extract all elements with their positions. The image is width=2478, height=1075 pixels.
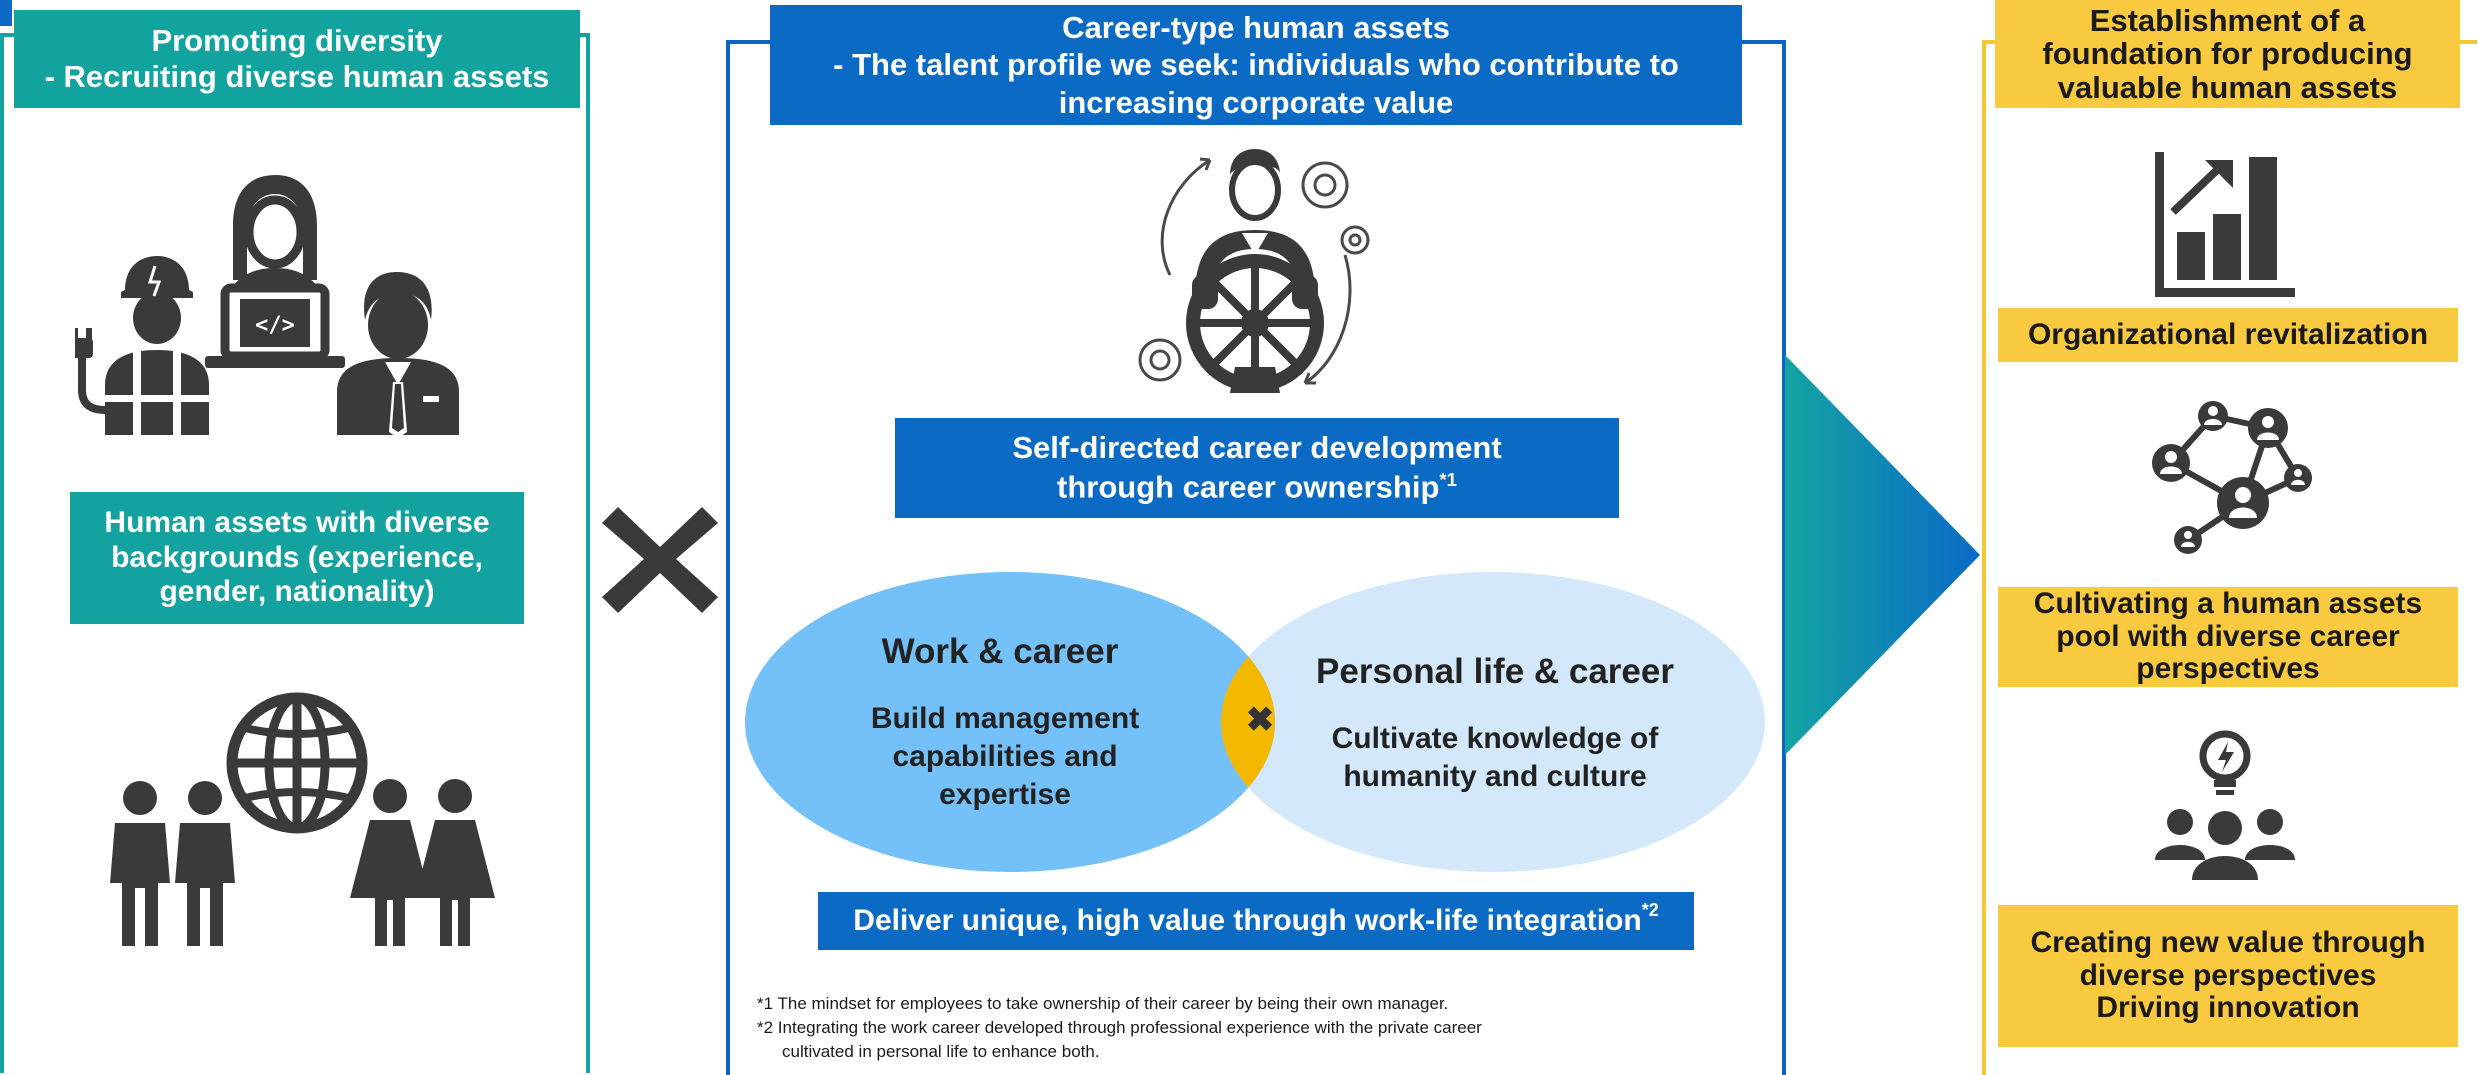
right-header-line1: Establishment of a [2089, 2, 2366, 38]
work-career-title: Work & career [881, 632, 1119, 671]
self-directed-line1: Self-directed career development [1012, 430, 1502, 466]
center-header-line3: increasing corporate value [1058, 84, 1454, 120]
self-directed-career-label: Self-directed career development through… [895, 418, 1619, 518]
growth-chart-icon [2155, 152, 2295, 297]
idea-team-icon [2155, 730, 2295, 880]
personal-life-title: Personal life & career [1316, 652, 1674, 691]
center-header-line2: - The talent profile we seek: individual… [833, 47, 1679, 83]
personal-life-ellipse [1221, 572, 1765, 872]
multiply-icon [602, 507, 718, 613]
footnote-1: *1 The mindset for employees to take own… [757, 994, 1449, 1013]
right-item-3-label: Creating new value through diverse persp… [1998, 905, 2458, 1047]
diverse-workers-icon: </> [75, 175, 459, 435]
left-header-line1: Promoting diversity [151, 23, 443, 59]
right-header-line2: foundation for producing [2042, 36, 2413, 72]
deliver-value-label: Deliver unique, high value through work-… [818, 892, 1694, 950]
right-panel-header: Establishment of a foundation for produc… [1995, 0, 2460, 108]
left-accent-bar [0, 0, 12, 26]
svg-text:</>: </> [255, 313, 295, 338]
personal-life-body: Cultivate knowledge of humanity and cult… [1331, 722, 1659, 794]
work-career-body: Build management capabilities and expert… [870, 702, 1140, 812]
center-panel-header: Career-type human assets - The talent pr… [770, 5, 1742, 125]
venn-diagram [745, 572, 1765, 872]
global-people-icon [110, 692, 495, 946]
right-header-line3: valuable human assets [2057, 69, 2398, 105]
right-arrow-icon [1785, 355, 1980, 755]
left-header-line2: - Recruiting diverse human assets [44, 59, 550, 94]
ship-wheel-person-icon [1138, 149, 1370, 393]
right-item-1-label: Organizational revitalization [1998, 308, 2458, 362]
work-career-ellipse [745, 572, 1275, 872]
footnote-2: *2 Integrating the work career developed… [757, 1018, 1482, 1037]
center-header-line1: Career-type human assets [1062, 10, 1450, 46]
diverse-backgrounds-label: Human assets with diverse backgrounds (e… [70, 492, 524, 624]
right-item-2-label: Cultivating a human assets pool with div… [1998, 587, 2458, 687]
people-network-icon [2152, 401, 2312, 554]
footnote-2-cont: cultivated in personal life to enhance b… [782, 1042, 1100, 1061]
self-directed-line2: through career ownership*1 [1057, 468, 1457, 505]
left-panel-header: Promoting diversity - Recruiting diverse… [14, 10, 580, 108]
intersection-symbol: ✖ [1245, 701, 1275, 739]
